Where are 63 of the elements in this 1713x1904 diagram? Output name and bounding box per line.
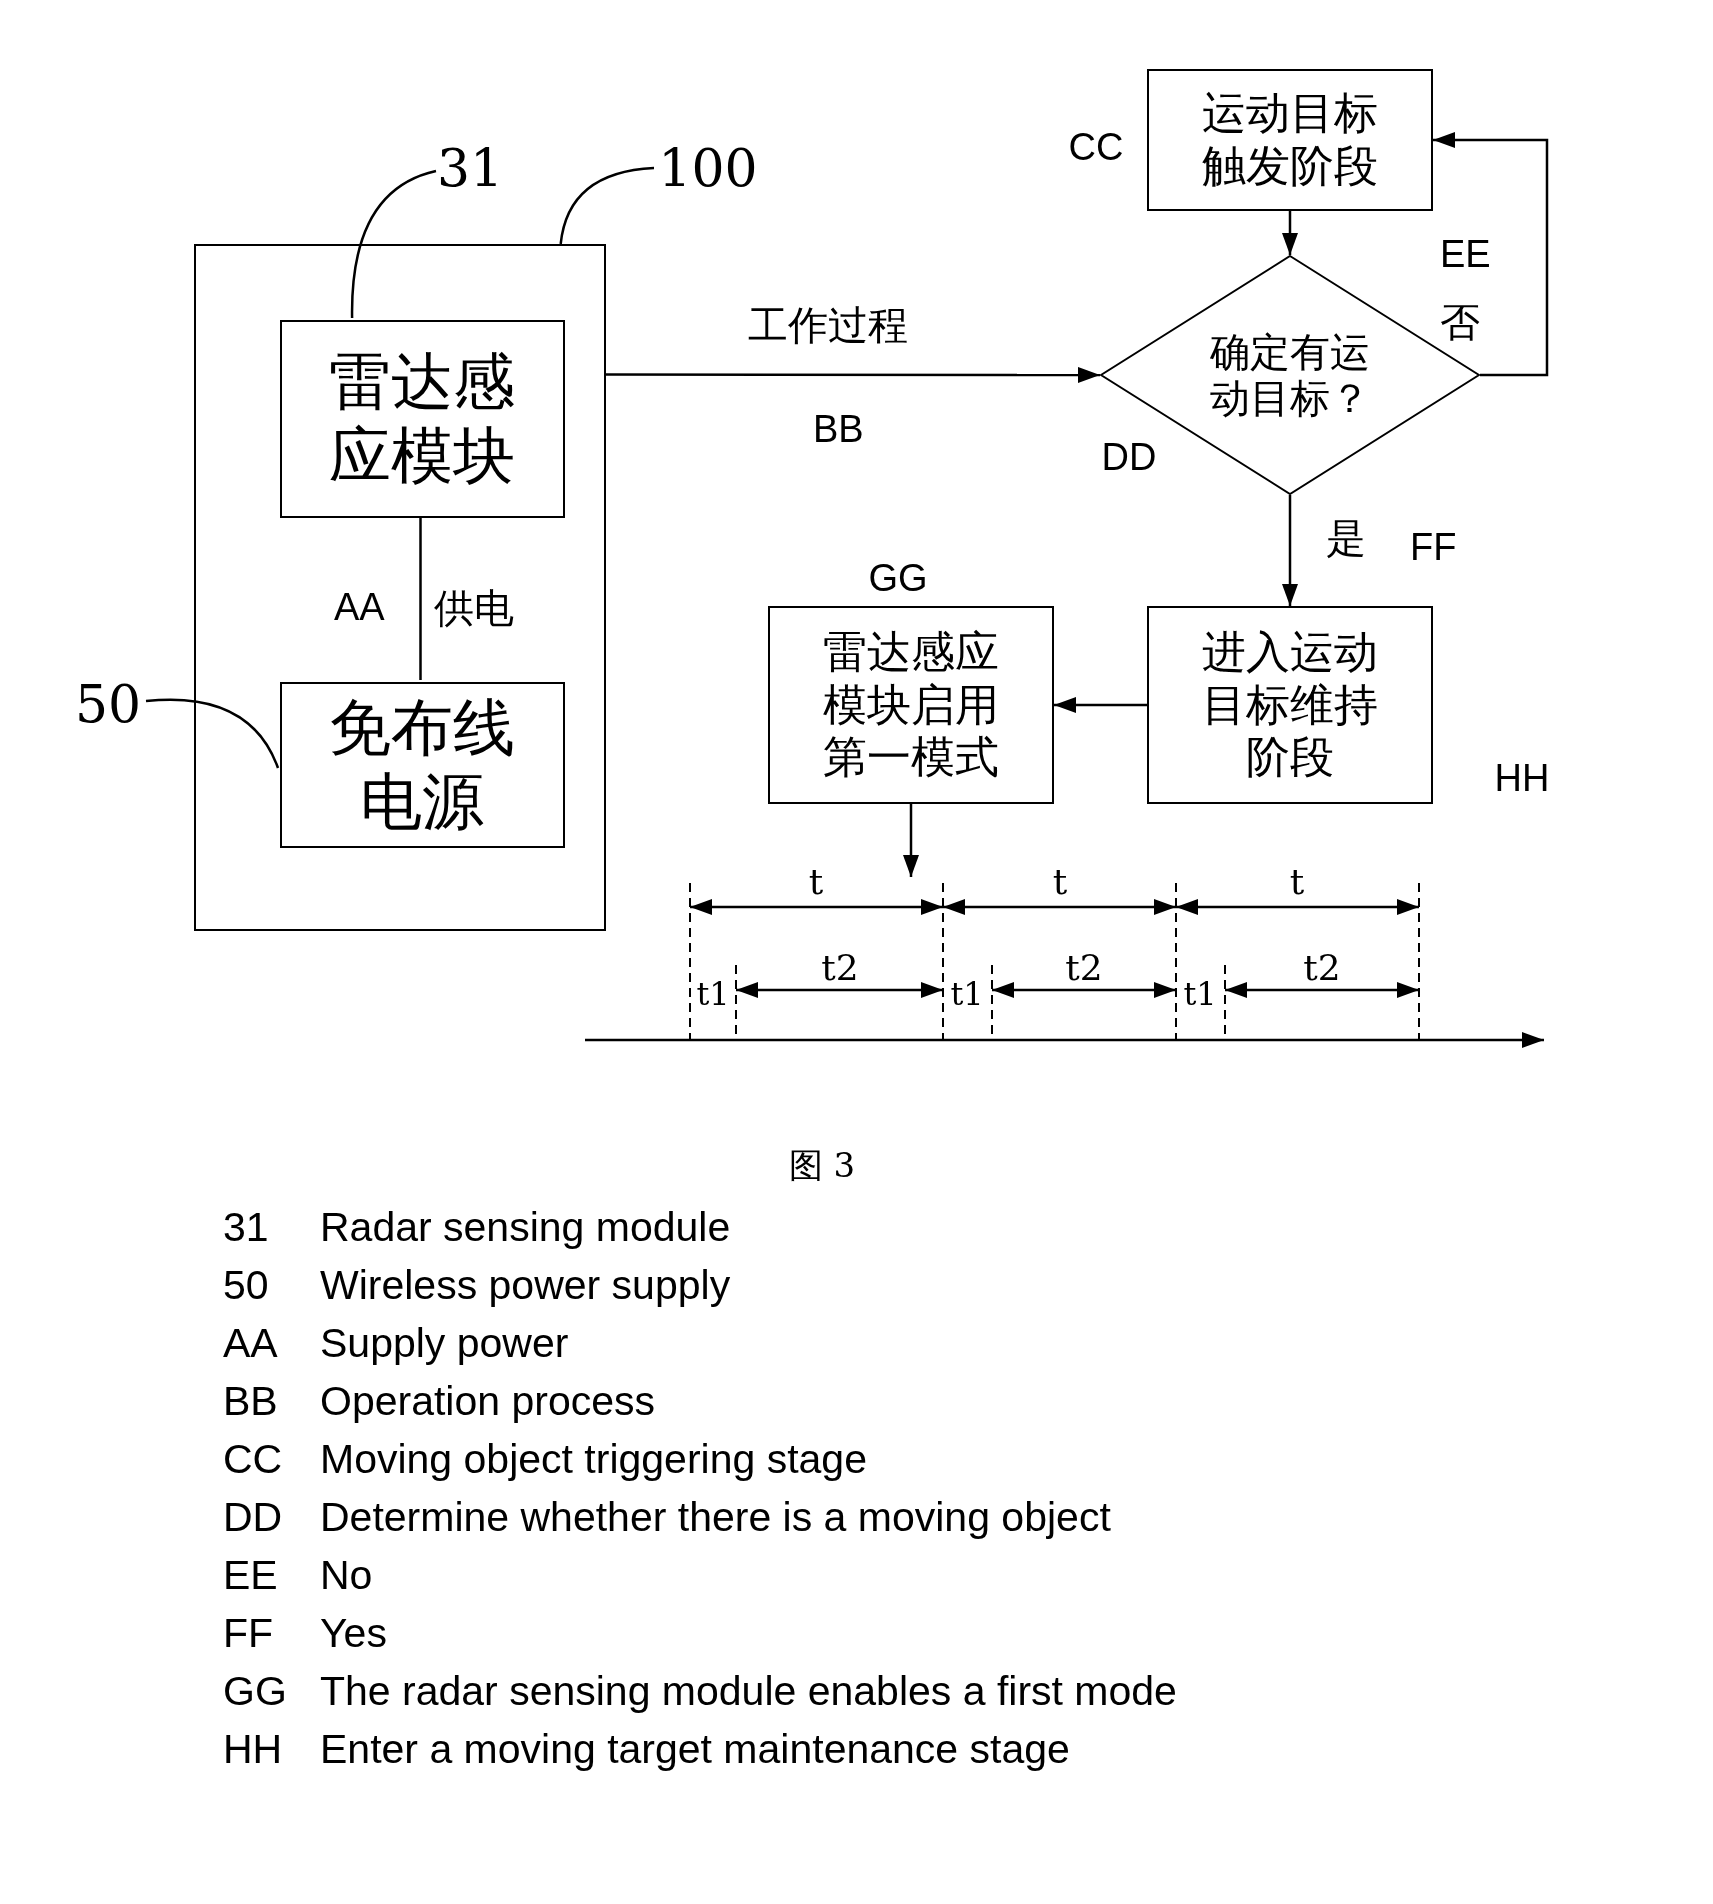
marker-label: AA [334,587,385,629]
step-label: CC [1068,127,1124,169]
process-box [1147,606,1433,804]
node-text: 确定有运动目标？ [1209,329,1371,421]
marker-label: FF [1410,527,1457,569]
arrow [903,804,919,877]
legend-description: Moving object triggering stage [320,1437,867,1483]
process-box [280,682,565,848]
step-label: GG [868,558,928,600]
legend-code: CC [223,1437,283,1483]
time-label: t [808,862,824,902]
node-text: 雷达感应模块启用第一模式 [822,625,1000,785]
step-label: HH [1494,758,1550,800]
time-label: t1 [950,977,984,1013]
legend-code: GG [223,1669,287,1715]
legend-code: AA [223,1321,278,1367]
legend-code: HH [223,1727,283,1773]
legend-description: Yes [320,1611,387,1657]
figure-caption: 图 3 [788,1147,856,1185]
legend-code: BB [223,1379,278,1425]
step-label: DD [1101,437,1157,479]
legend-description: Radar sensing module [320,1205,731,1251]
legend-description: No [320,1553,373,1599]
time-label: t1 [696,977,730,1013]
node-text: 免布线电源 [328,690,517,840]
device-enclosure [194,244,606,931]
leader-line [145,698,280,769]
node-text: 运动目标触发阶段 [1201,87,1379,193]
legend-code: 31 [223,1205,269,1251]
time-label: t2 [1065,948,1103,988]
process-box [280,320,565,518]
callout-number: 50 [70,674,146,734]
node-text: 雷达感应模块 [328,344,517,494]
arrow [1433,132,1549,377]
legend-description: Supply power [320,1321,569,1367]
marker-label: EE [1440,234,1491,276]
time-label: t [1052,862,1068,902]
callout-number: 31 [436,138,504,198]
callout-number: 100 [654,138,762,198]
leader-line [559,166,655,245]
legend-code: EE [223,1553,278,1599]
legend-description: The radar sensing module enables a first mode [320,1669,1177,1715]
leader-line [350,169,437,318]
process-box [1147,69,1433,211]
legend-description: Determine whether there is a moving object [320,1495,1111,1541]
arrow [1282,495,1298,606]
edge-label: 供电 [431,586,517,630]
process-box [768,606,1054,804]
legend-code: FF [223,1611,274,1657]
legend-description: Wireless power supply [320,1263,731,1309]
arrow [1054,697,1147,713]
marker-label: BB [813,409,864,451]
arrow [606,367,1100,383]
time-label: t1 [1183,977,1217,1013]
legend-code: 50 [223,1263,269,1309]
time-label: t2 [821,948,859,988]
legend-description: Enter a moving target maintenance stage [320,1727,1070,1773]
legend-description: Operation process [320,1379,655,1425]
time-label: t [1289,862,1305,902]
time-label: t2 [1303,948,1341,988]
arrow [1282,211,1298,255]
node-text: 进入运动目标维持阶段 [1201,625,1379,785]
legend-code: DD [223,1495,283,1541]
